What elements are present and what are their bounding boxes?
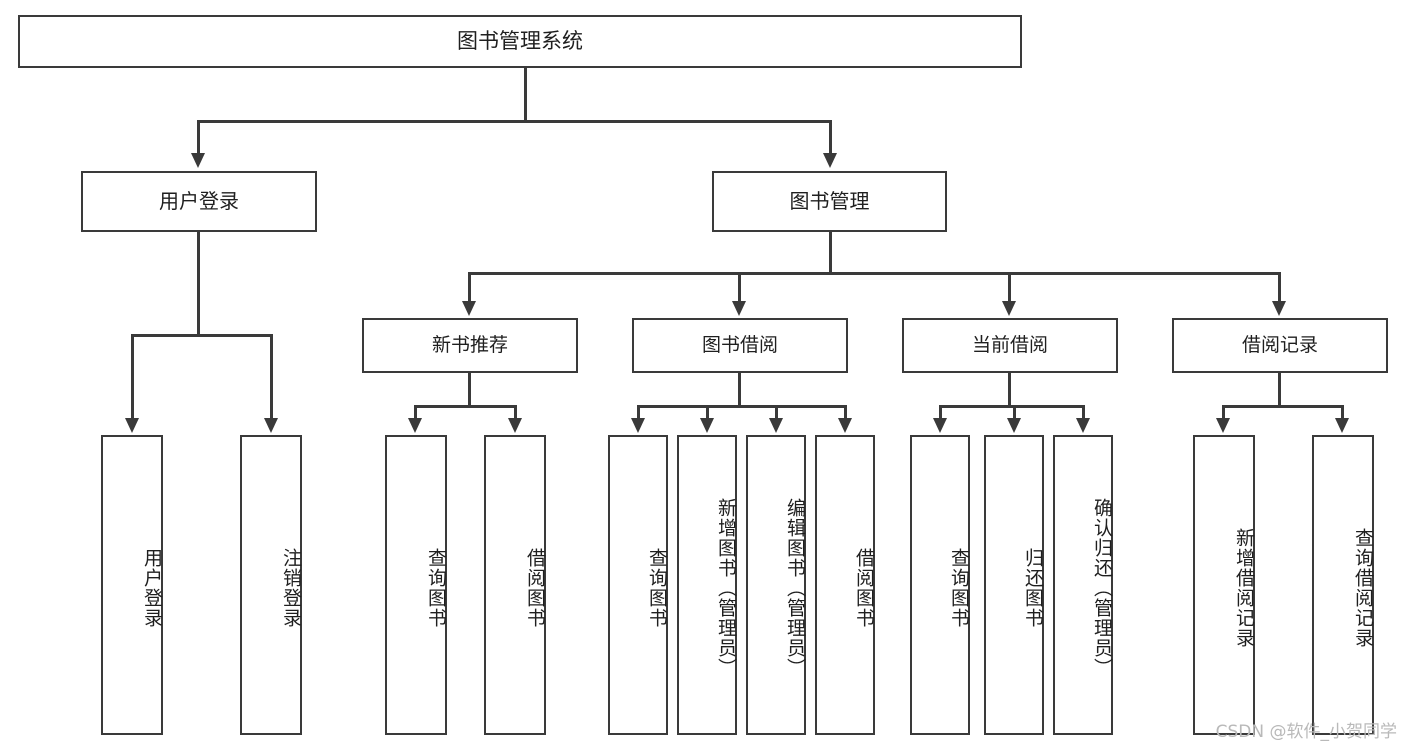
connector-user-login-leaf1-drop [131,334,134,418]
node-label: 借阅记录 [1241,334,1318,357]
node-label: 确认归还（管理员） [1091,498,1113,678]
arrow-to-leaf-query-book-recommend [408,418,422,433]
node-user-login[interactable]: 用户登录 [81,171,317,232]
arrow-to-book-management [823,153,837,168]
node-label: 查询图书 [948,548,970,628]
connector-tier1-bus [197,120,829,123]
node-label: 借阅图书 [524,548,546,628]
node-new-book-recommend[interactable]: 新书推荐 [362,318,578,373]
leaf-borrow-book-recommend[interactable]: 借阅图书 [484,435,546,735]
arrow-to-leaf-query-borrow-record [1335,418,1349,433]
arrow-to-leaf-query-book-borrow [631,418,645,433]
connector-user-login-leaf2-drop [270,334,273,418]
connector-borrow-bus [637,405,845,408]
arrow-to-leaf-add-borrow-record [1216,418,1230,433]
arrow-to-leaf-logout [264,418,278,433]
connector-current-leaf2-drop [1013,405,1016,418]
connector-current-bus [939,405,1084,408]
connector-current-leaf1-drop [939,405,942,418]
connector-book-management-drop [829,232,832,274]
leaf-add-borrow-record[interactable]: 新增借阅记录 [1193,435,1255,735]
node-label: 图书管理系统 [457,29,583,54]
node-label: 注销登录 [280,548,302,628]
connector-user-login-drop [197,232,200,336]
leaf-query-book-recommend[interactable]: 查询图书 [385,435,447,735]
node-label: 用户登录 [159,188,239,213]
connector-current-drop [1008,373,1011,407]
node-label: 编辑图书（管理员） [784,498,806,678]
leaf-logout[interactable]: 注销登录 [240,435,302,735]
connector-tier3-drop-2 [738,272,741,301]
arrow-to-current-borrow [1002,301,1016,316]
node-label: 当前借阅 [971,334,1048,357]
leaf-add-book-admin[interactable]: 新增图书（管理员） [677,435,737,735]
arrow-to-leaf-add-book-admin [700,418,714,433]
arrow-to-leaf-confirm-return-admin [1076,418,1090,433]
leaf-query-borrow-record[interactable]: 查询借阅记录 [1312,435,1374,735]
arrow-to-leaf-return-book [1007,418,1021,433]
node-root-book-management-system[interactable]: 图书管理系统 [18,15,1022,68]
connector-record-drop [1278,373,1281,407]
node-label: 图书借阅 [701,334,778,357]
connector-recommend-drop [468,373,471,407]
node-label: 查询图书 [646,548,668,628]
leaf-confirm-return-admin[interactable]: 确认归还（管理员） [1053,435,1113,735]
node-label: 新增借阅记录 [1233,528,1255,648]
connector-record-bus [1222,405,1343,408]
connector-tier1-left-drop [197,120,200,153]
node-label: 查询借阅记录 [1352,528,1374,648]
connector-recommend-leaf1-drop [414,405,417,418]
node-label: 用户登录 [141,548,163,628]
connector-tier3-bus [468,272,1280,275]
watermark: CSDN @软件_小贺同学 [1215,722,1397,742]
connector-borrow-drop [738,373,741,407]
connector-current-leaf3-drop [1082,405,1085,418]
connector-recommend-leaf2-drop [514,405,517,418]
arrow-to-leaf-edit-book-admin [769,418,783,433]
node-label: 新增图书（管理员） [715,498,737,678]
arrow-to-leaf-borrow-book [838,418,852,433]
leaf-user-login[interactable]: 用户登录 [101,435,163,735]
node-book-borrow[interactable]: 图书借阅 [632,318,848,373]
connector-root-drop [524,68,527,122]
connector-tier3-drop-3 [1008,272,1011,301]
connector-borrow-leaf2-drop [706,405,709,418]
node-book-management[interactable]: 图书管理 [712,171,947,232]
arrow-to-user-login [191,153,205,168]
node-label: 图书管理 [789,188,870,213]
connector-tier3-drop-4 [1278,272,1281,301]
arrow-to-book-borrow [732,301,746,316]
connector-tier1-right-drop [829,120,832,153]
connector-borrow-leaf3-drop [775,405,778,418]
node-label: 查询图书 [425,548,447,628]
leaf-query-book-current[interactable]: 查询图书 [910,435,970,735]
leaf-borrow-book[interactable]: 借阅图书 [815,435,875,735]
node-label: 新书推荐 [431,334,508,357]
connector-tier3-drop-1 [468,272,471,301]
leaf-query-book-borrow[interactable]: 查询图书 [608,435,668,735]
connector-record-leaf2-drop [1341,405,1344,418]
connector-recommend-bus [414,405,516,408]
arrow-to-leaf-query-book-current [933,418,947,433]
node-borrow-record[interactable]: 借阅记录 [1172,318,1388,373]
connector-record-leaf1-drop [1222,405,1225,418]
arrow-to-leaf-borrow-book-recommend [508,418,522,433]
connector-user-login-bus [131,334,272,337]
arrow-to-leaf-user-login [125,418,139,433]
arrow-to-borrow-record [1272,301,1286,316]
node-label: 借阅图书 [853,548,875,628]
node-label: 归还图书 [1022,548,1044,628]
node-current-borrow[interactable]: 当前借阅 [902,318,1118,373]
connector-borrow-leaf4-drop [844,405,847,418]
leaf-edit-book-admin[interactable]: 编辑图书（管理员） [746,435,806,735]
leaf-return-book[interactable]: 归还图书 [984,435,1044,735]
connector-borrow-leaf1-drop [637,405,640,418]
arrow-to-new-book-recommend [462,301,476,316]
